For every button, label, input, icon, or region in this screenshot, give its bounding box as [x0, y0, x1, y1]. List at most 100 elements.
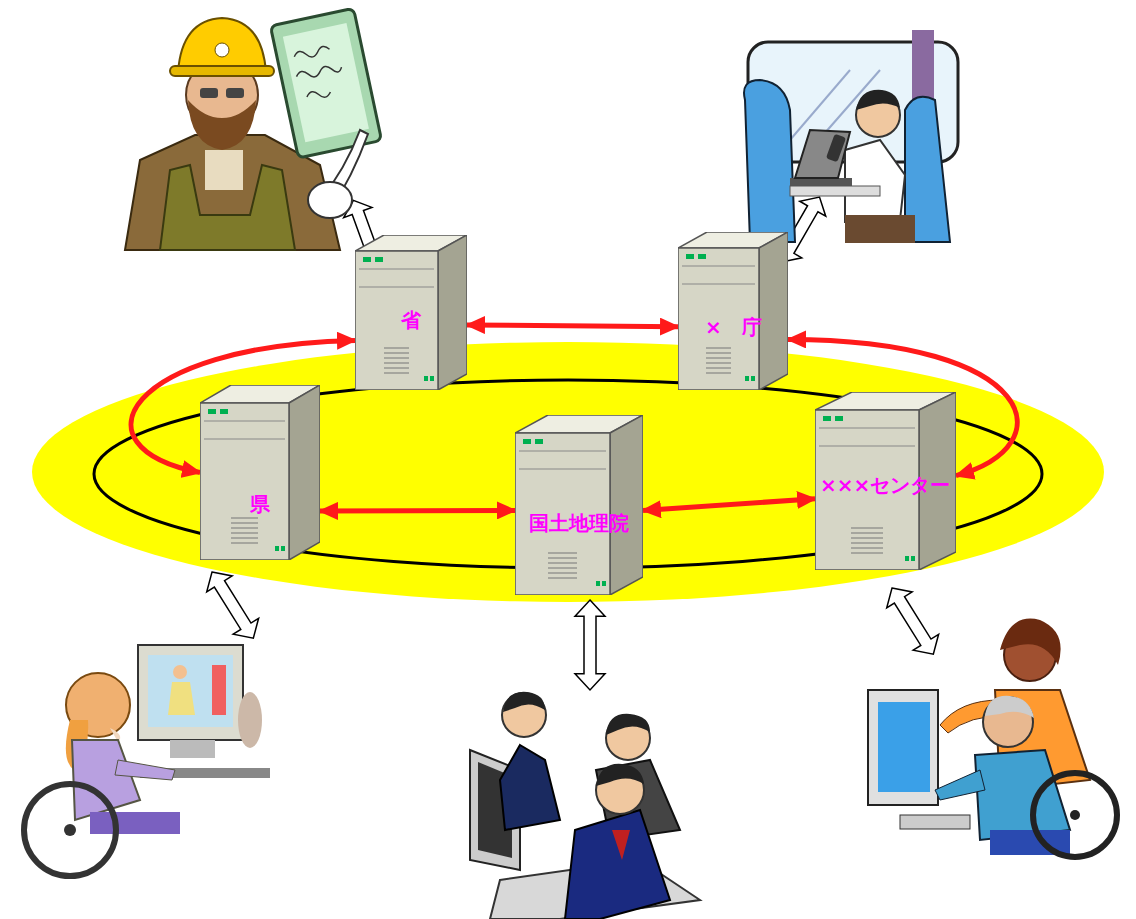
assisted-user-figure — [900, 815, 970, 829]
traveller-figure — [744, 80, 795, 242]
assisted-user-figure — [975, 750, 1070, 840]
worker-figure — [226, 88, 244, 98]
server-icon — [706, 348, 731, 349]
server-icon — [535, 439, 543, 444]
assisted-user-figure — [1000, 619, 1061, 665]
server-icon — [424, 376, 428, 381]
server-icon — [706, 358, 731, 359]
server-icon — [548, 563, 577, 564]
server-icon — [835, 416, 843, 421]
server-icon — [706, 373, 731, 374]
wheelchair-user-figure — [168, 682, 195, 715]
server-icon — [548, 578, 577, 579]
wheelchair-user-figure — [90, 812, 180, 834]
server-icon — [851, 533, 883, 534]
server-icon — [851, 528, 883, 529]
worker-figure — [188, 100, 256, 150]
wheelchair-user-figure — [138, 645, 243, 740]
traveller-figure — [826, 134, 846, 163]
server-label: 国土地理院 — [529, 512, 629, 534]
server-node: 省 — [355, 235, 467, 390]
office-team-figure — [596, 764, 644, 786]
server-label: ×××センター — [820, 474, 950, 496]
link-arrow — [320, 508, 515, 514]
server-icon — [515, 415, 643, 595]
server-icon — [706, 368, 731, 369]
server-icon — [751, 376, 755, 381]
office-team-figure — [503, 692, 545, 712]
wheelchair-user-figure — [24, 784, 116, 876]
server-icon — [384, 368, 409, 369]
server-icon — [200, 385, 320, 560]
assisted-user-figure — [985, 696, 1034, 718]
server-icon — [384, 363, 409, 364]
worker-figure — [125, 8, 382, 250]
server-label: 県 — [250, 493, 270, 515]
traveller-figure — [790, 178, 852, 186]
server-icon — [359, 269, 434, 270]
server-icon — [905, 556, 909, 561]
server-icon — [678, 232, 788, 390]
worker-figure — [205, 150, 243, 190]
office-team-figure — [612, 830, 630, 860]
server-icon — [384, 353, 409, 354]
office-team-figure — [470, 692, 700, 919]
traveller-figure — [790, 186, 880, 196]
access-arrows — [879, 580, 946, 662]
traveller-figure — [845, 215, 915, 243]
server-icon — [682, 266, 755, 267]
worker-figure — [292, 44, 347, 102]
server-icon — [851, 543, 883, 544]
assisted-user-figure — [1070, 810, 1080, 820]
worker-figure — [308, 182, 352, 218]
server-icon — [548, 573, 577, 574]
server-icon — [911, 556, 915, 561]
assisted-user-figure — [935, 770, 985, 800]
server-icon — [706, 353, 731, 354]
server-icon — [363, 257, 371, 262]
worker-figure — [283, 23, 369, 142]
server-icon — [200, 403, 289, 560]
access-arrows — [199, 190, 946, 690]
assisted-user-figure — [868, 690, 938, 805]
server-icon — [819, 428, 915, 429]
wheelchair-user-figure — [64, 824, 76, 836]
server-icon — [548, 553, 577, 554]
server-icon — [231, 543, 258, 544]
worker-figure — [215, 43, 229, 57]
server-icon — [686, 254, 694, 259]
server-icon — [438, 235, 467, 390]
server-icon — [745, 376, 749, 381]
server-icon — [523, 439, 531, 444]
assisted-user-figure — [878, 702, 930, 792]
server-icon — [519, 469, 606, 470]
access-arrows — [575, 600, 605, 690]
server-icon — [430, 376, 434, 381]
server-icon — [281, 546, 285, 551]
server-icon — [231, 523, 258, 524]
server-icon — [851, 553, 883, 554]
server-icon — [548, 568, 577, 569]
server-icon — [375, 257, 383, 262]
traveller-figure — [744, 30, 958, 243]
wheelchair-user-figure — [212, 665, 226, 715]
server-label: 省 — [401, 309, 421, 331]
wheelchair-user-figure — [148, 655, 233, 727]
wheelchair-user-figure — [170, 740, 215, 758]
server-icon — [819, 446, 915, 447]
server-icon — [384, 358, 409, 359]
server-icon — [359, 287, 434, 288]
wheelchair-user-figure — [24, 645, 270, 876]
server-icon — [548, 558, 577, 559]
wheelchair-user-figure — [173, 665, 187, 679]
link-arrow — [643, 499, 815, 511]
server-icon — [275, 546, 279, 551]
traveller-figure — [845, 140, 905, 222]
worker-figure — [170, 66, 274, 76]
server-node: 県 — [200, 385, 320, 560]
assisted-user-figure — [1033, 773, 1117, 857]
assisted-user-figure — [868, 619, 1117, 857]
server-icon — [759, 232, 788, 390]
server-icon — [204, 439, 285, 440]
